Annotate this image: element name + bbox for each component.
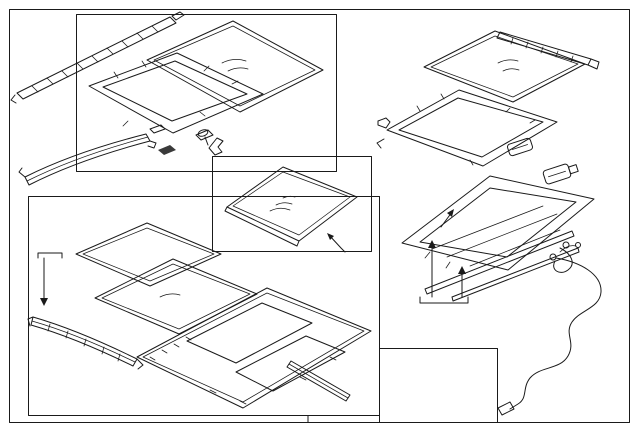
sunroof-frame-a	[88, 52, 264, 141]
drain-hose	[497, 242, 602, 416]
sunroof-frame-b	[376, 89, 558, 167]
roof-rail-strip	[496, 31, 600, 70]
wind-deflector-strip	[18, 133, 157, 186]
connector-a	[507, 137, 533, 157]
sunshade-panel	[224, 166, 358, 247]
front-molding-strip	[27, 316, 144, 370]
frame-callout-box	[76, 14, 337, 172]
mechanism-frame	[401, 175, 595, 273]
rear-guide-strip	[286, 360, 351, 402]
diagram-border	[9, 9, 630, 423]
sunshade-arrow	[327, 233, 346, 253]
left-callout-bracket	[37, 252, 63, 306]
guide-rails	[424, 230, 580, 302]
connector-b	[542, 163, 579, 185]
glass-panel-c	[423, 30, 586, 103]
sunshade-callout-box	[212, 156, 372, 252]
roof-molding-strip	[10, 11, 185, 104]
right-callout-bracket	[419, 209, 469, 304]
seal-gasket	[75, 222, 222, 287]
hardware-clips	[158, 129, 224, 156]
main-callout-box	[28, 196, 380, 423]
hose-callout-box	[379, 348, 498, 423]
glass-panel-b	[94, 258, 258, 335]
glass-panel-a	[146, 20, 324, 113]
roof-panel-assembly	[136, 287, 372, 409]
